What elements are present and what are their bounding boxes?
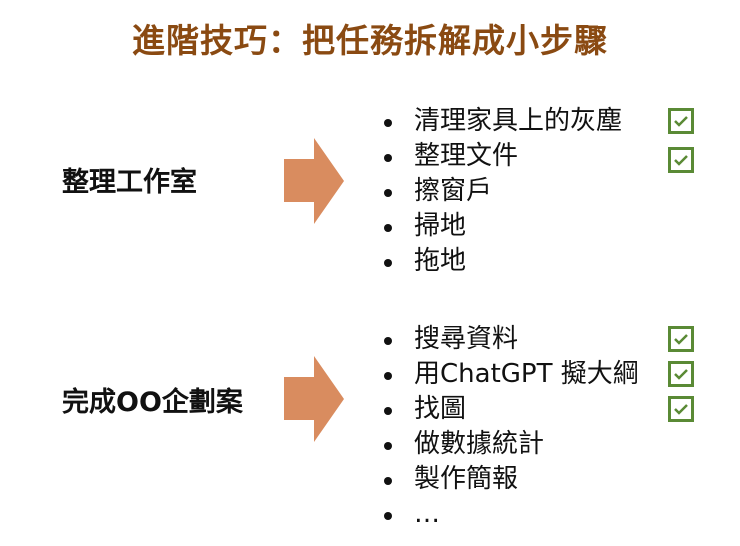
step-text: 拖地 xyxy=(414,246,467,276)
checkbox-checked-icon[interactable] xyxy=(668,326,694,352)
bullet-icon xyxy=(384,154,392,162)
bullet-icon xyxy=(384,259,392,267)
step-text: 清理家具上的灰塵 xyxy=(414,106,623,136)
bullet-icon xyxy=(384,224,392,232)
checkbox-checked-icon[interactable] xyxy=(668,108,694,134)
step-text: 整理文件 xyxy=(414,141,519,171)
step-text: 找圖 xyxy=(414,394,467,424)
step-text: 用ChatGPT 擬大綱 xyxy=(414,359,639,389)
bullet-icon xyxy=(384,337,392,345)
bullet-icon xyxy=(384,119,392,127)
step-text: 製作簡報 xyxy=(414,464,519,494)
bullet-icon xyxy=(384,189,392,197)
step-text: 做數據統計 xyxy=(414,429,545,459)
bullet-icon xyxy=(384,407,392,415)
bullet-icon xyxy=(384,442,392,450)
bullet-icon xyxy=(384,372,392,380)
task-label-proposal: 完成OO企劃案 xyxy=(62,387,243,418)
step-text: 擦窗戶 xyxy=(414,176,493,206)
checkbox-checked-icon[interactable] xyxy=(668,361,694,387)
checkbox-checked-icon[interactable] xyxy=(668,396,694,422)
task-label-studio: 整理工作室 xyxy=(62,167,197,198)
right-arrow-icon xyxy=(284,138,344,224)
step-text: … xyxy=(414,499,440,529)
right-arrow-icon xyxy=(284,356,344,442)
bullet-icon xyxy=(384,477,392,485)
slide-title: 進階技巧：把任務拆解成小步驟 xyxy=(132,21,608,60)
step-text: 搜尋資料 xyxy=(414,324,519,354)
checkbox-checked-icon[interactable] xyxy=(668,147,694,173)
step-text: 掃地 xyxy=(414,211,467,241)
bullet-icon xyxy=(384,512,392,520)
